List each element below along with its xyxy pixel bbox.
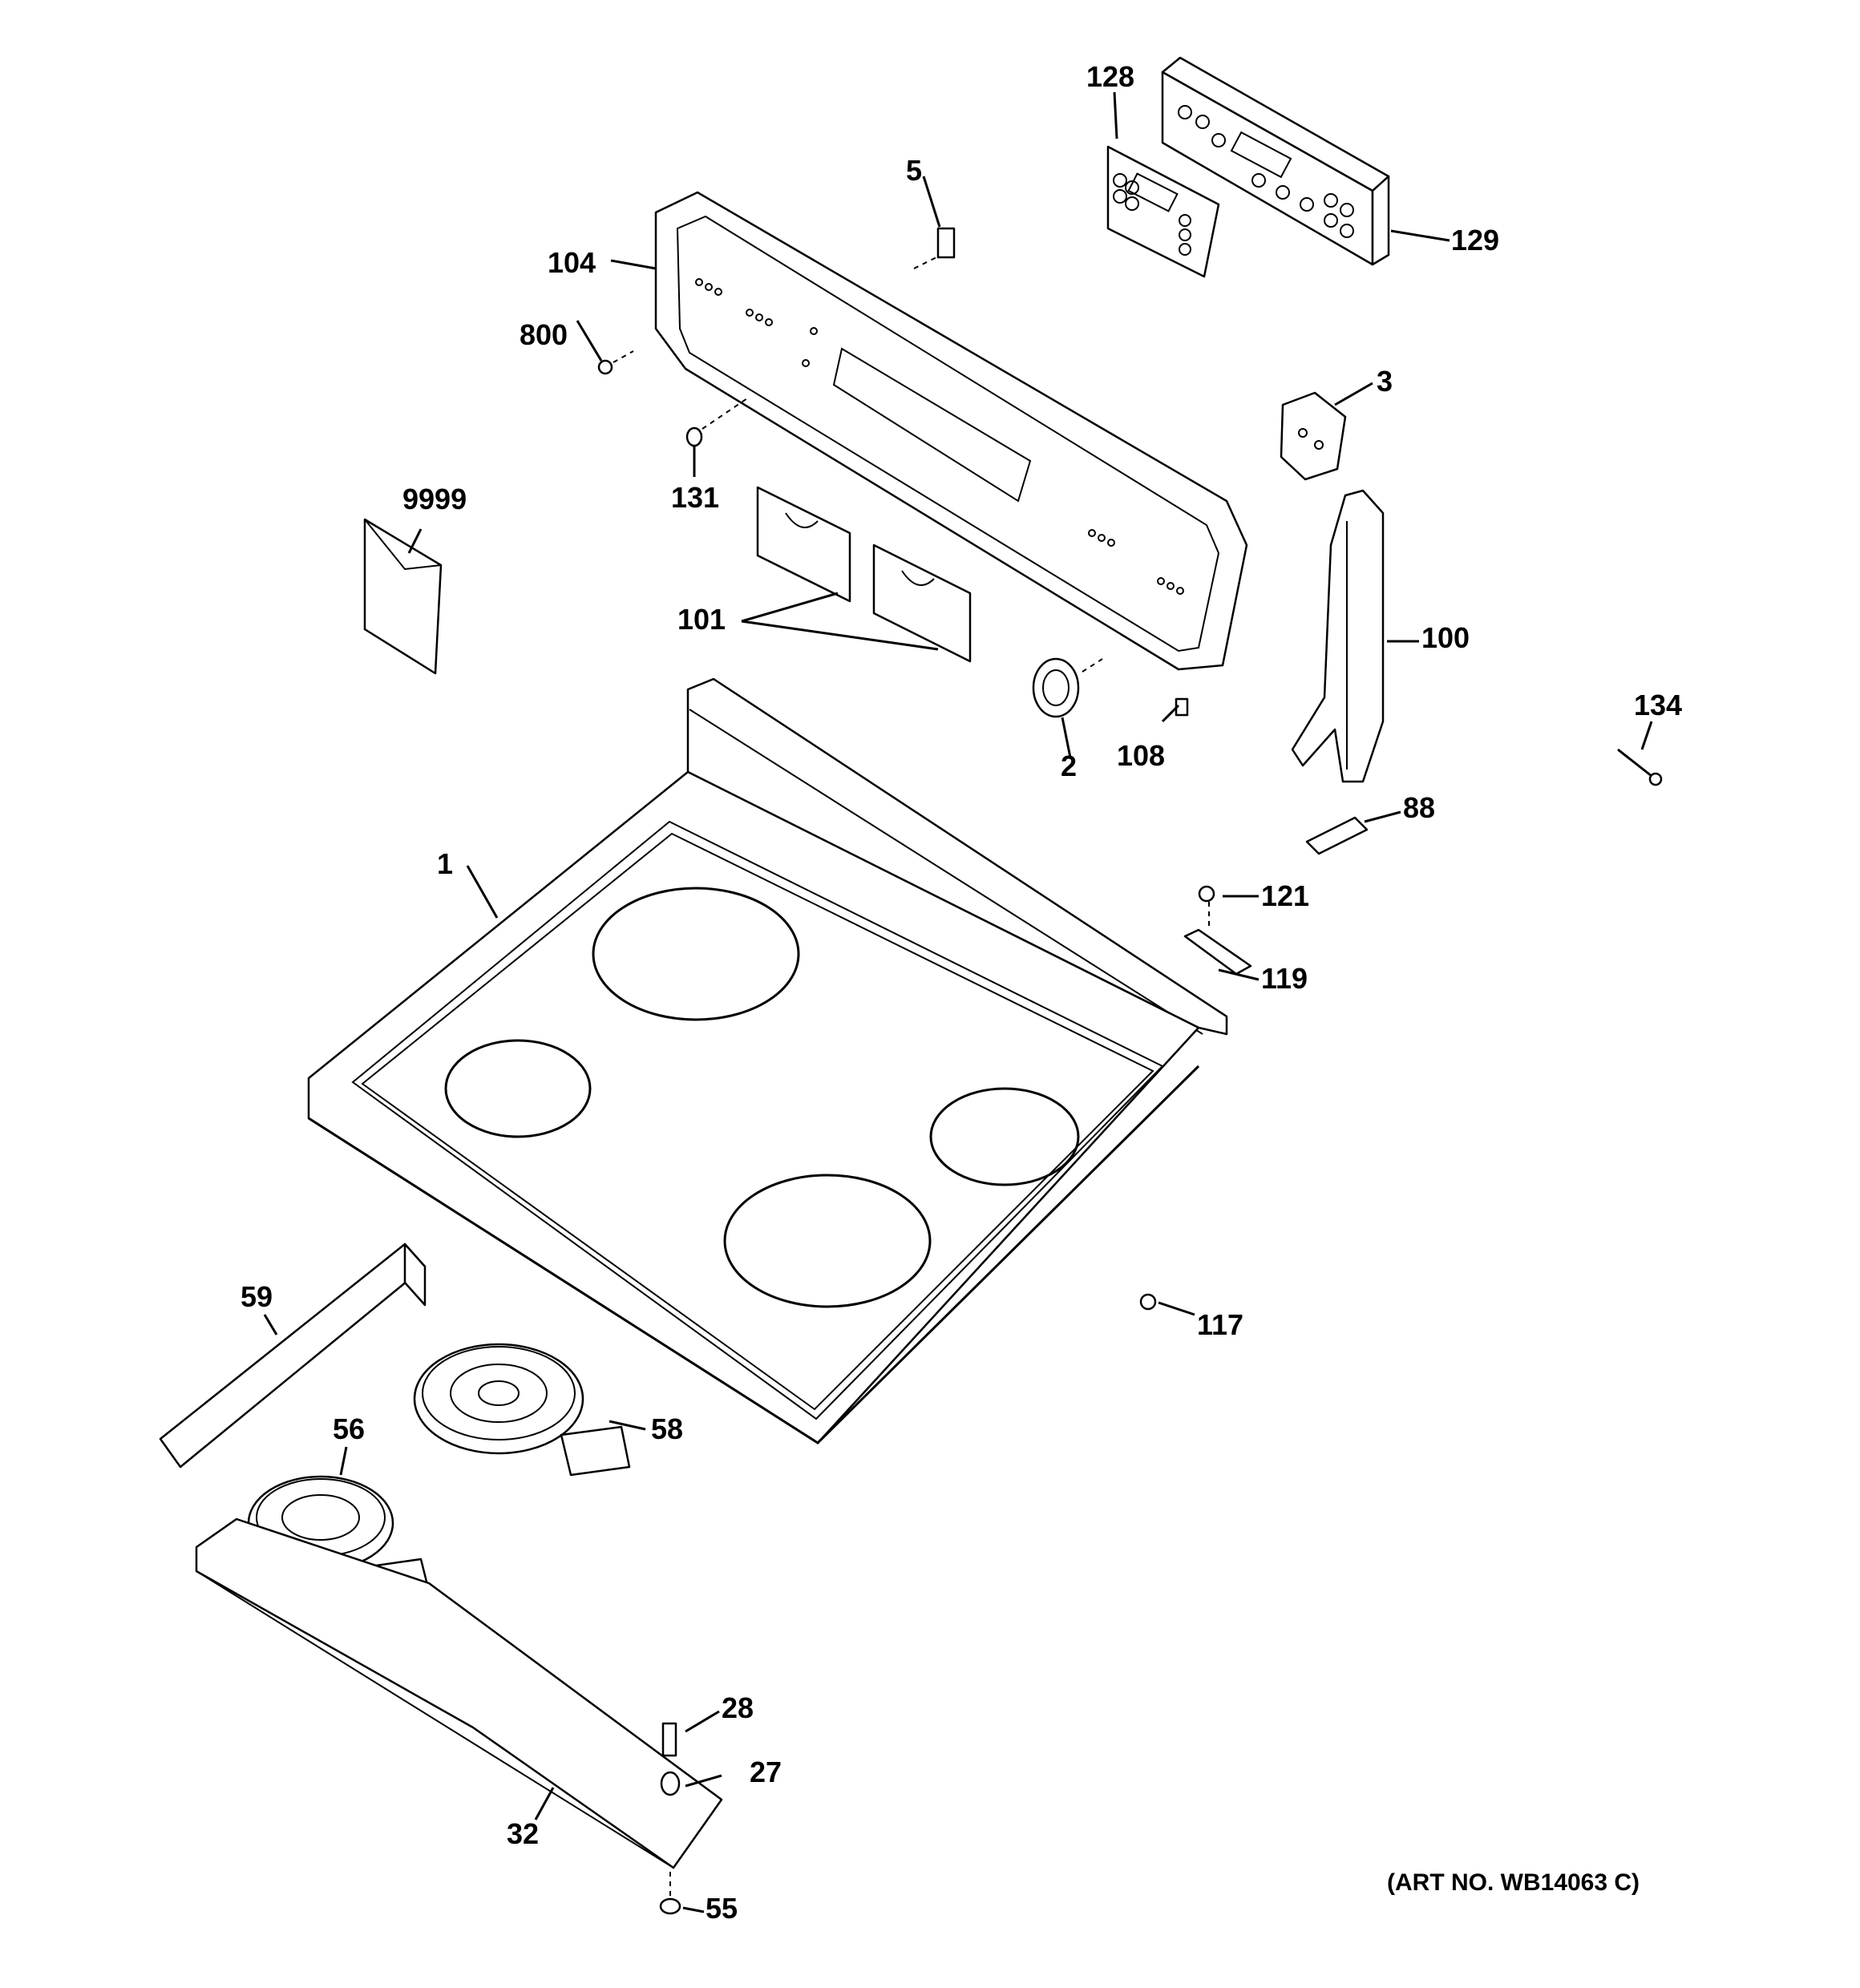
- burner-circle-rear-left: [592, 887, 800, 1021]
- burner-circle-rear-right: [929, 1087, 1080, 1186]
- switch-part-5: [913, 227, 956, 269]
- callout-104: 104: [548, 246, 596, 279]
- rail-part-59: [159, 1242, 427, 1469]
- surface-element-part-58: [413, 1343, 631, 1477]
- callout-56: 56: [333, 1412, 365, 1445]
- backguard-panel: [654, 191, 1248, 671]
- bracket-part-88: [1305, 816, 1369, 855]
- screw-part-134: [1617, 748, 1663, 786]
- callout-100: 100: [1421, 621, 1470, 654]
- callout-27: 27: [750, 1756, 782, 1788]
- callout-32: 32: [507, 1817, 539, 1850]
- callout-134: 134: [1634, 689, 1682, 721]
- callout-58: 58: [651, 1412, 683, 1445]
- callout-108: 108: [1117, 739, 1165, 772]
- screw-part-800: [597, 350, 634, 375]
- callout-117: 117: [1197, 1308, 1243, 1341]
- callout-101: 101: [677, 603, 726, 636]
- end-cap-part-100: [1291, 489, 1385, 783]
- callout-59: 59: [241, 1280, 273, 1313]
- burner-circle-front-left: [444, 1039, 592, 1138]
- literature-part-9999: [363, 518, 443, 675]
- screw-part-131: [685, 396, 750, 447]
- callout-131: 131: [671, 481, 719, 514]
- callout-9999: 9999: [402, 483, 467, 515]
- callout-128: 128: [1086, 60, 1134, 93]
- bracket-part-101: [756, 486, 972, 663]
- bracket-part-119: [1183, 928, 1252, 976]
- bracket-part-27: [660, 1771, 681, 1796]
- art-number: (ART NO. WB14063 C): [1387, 1869, 1640, 1896]
- knob-part-2: [1032, 657, 1103, 718]
- nut-part-117: [1139, 1293, 1157, 1311]
- callout-119: 119: [1261, 962, 1308, 995]
- callout-55: 55: [706, 1892, 738, 1925]
- nut-part-55: [659, 1872, 681, 1915]
- callout-28: 28: [722, 1691, 754, 1724]
- stud-part-28: [661, 1722, 677, 1757]
- callout-5: 5: [906, 154, 922, 187]
- callout-121: 121: [1261, 879, 1309, 912]
- callout-1: 1: [437, 847, 453, 880]
- control-overlay-part: [1106, 145, 1220, 278]
- callout-129: 129: [1451, 224, 1499, 257]
- leader-lines: [263, 91, 1653, 1913]
- callout-3: 3: [1377, 365, 1393, 398]
- screw-part-121: [1198, 885, 1215, 930]
- control-board-part: [1161, 56, 1390, 266]
- cooktop-part: [307, 677, 1228, 1445]
- callout-800: 800: [520, 318, 568, 351]
- element-bracket-part-32: [195, 1517, 723, 1869]
- switch-part-3: [1280, 391, 1347, 481]
- callout-88: 88: [1403, 791, 1435, 824]
- callout-labels: 1 2 3 5 27 28 32 55 56 58 59 88 100 101 …: [241, 60, 1682, 1925]
- burner-circle-front-right: [723, 1174, 932, 1308]
- callout-2: 2: [1061, 750, 1077, 782]
